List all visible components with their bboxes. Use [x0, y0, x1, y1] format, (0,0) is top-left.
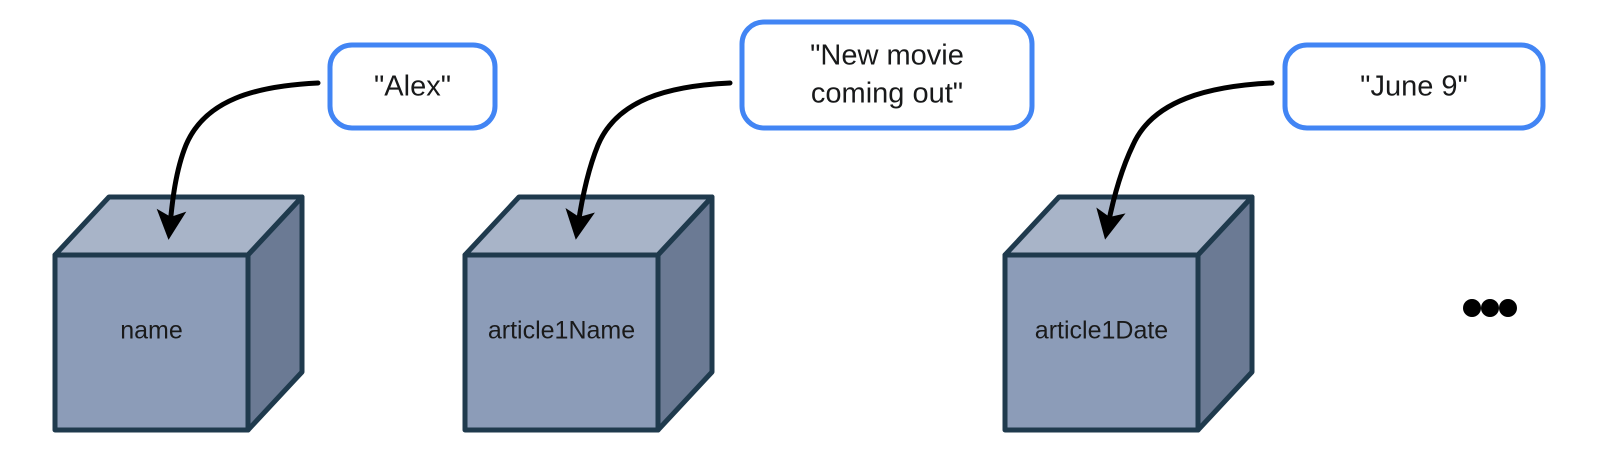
- arrow-curve: [1096, 80, 1275, 240]
- callout-line: coming out": [811, 78, 963, 110]
- callout-alex[interactable]: "Alex": [327, 42, 498, 131]
- arrow-curve: [156, 80, 321, 240]
- callout-line: "New movie: [810, 40, 964, 72]
- cube-front-face: [462, 252, 661, 433]
- cube-label: name: [120, 317, 183, 345]
- cube-name[interactable]: name: [52, 194, 305, 433]
- ellipsis-dot: [1499, 299, 1517, 317]
- callout-line: "Alex": [374, 71, 451, 103]
- cube-article1date[interactable]: article1Date: [1002, 194, 1255, 433]
- callout-new-movie[interactable]: "New movie coming out": [739, 19, 1035, 131]
- ellipsis-dot: [1463, 299, 1481, 317]
- callout-box: [1282, 42, 1546, 131]
- callout-box: [327, 42, 498, 131]
- cube-label: article1Name: [488, 317, 635, 345]
- arrow-curve: [565, 80, 733, 240]
- ellipsis-dot: [1481, 299, 1499, 317]
- arrow-movie-to-article1name: [565, 80, 733, 240]
- cube-article1name[interactable]: article1Name: [462, 194, 715, 433]
- callout-box: [739, 19, 1035, 131]
- callout-line: "June 9": [1360, 71, 1468, 103]
- cube-label: article1Date: [1035, 317, 1168, 345]
- arrow-alex-to-name: [156, 80, 321, 240]
- arrow-june-to-article1date: [1096, 80, 1275, 240]
- callout-june-9[interactable]: "June 9": [1282, 42, 1546, 131]
- ellipsis-more-boxes: [1463, 299, 1517, 317]
- cube-front-face: [52, 252, 251, 433]
- cube-front-face: [1002, 252, 1201, 433]
